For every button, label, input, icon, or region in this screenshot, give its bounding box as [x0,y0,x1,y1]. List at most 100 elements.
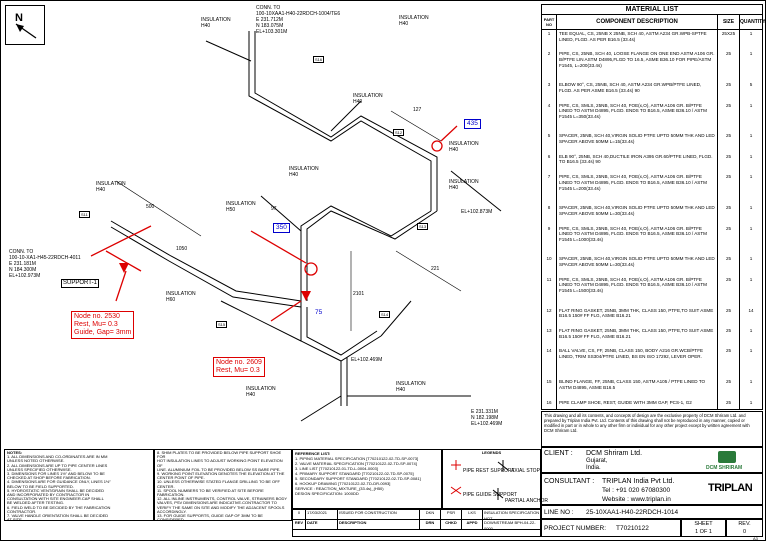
material-no: 16 [542,398,557,409]
notes-block-2: 8. SHIM PLATES TO BE PROVIDED BELOW PIPE… [154,449,292,521]
material-no: 13 [542,326,557,348]
material-no: 9 [542,224,557,256]
reference-line: 6. HOOKUP DRAWING [T70210122-02-TD-DR-00… [295,481,391,486]
material-qty: 1 [749,133,753,139]
paper-size: A3 [753,536,758,541]
project-value: T70210122 [616,525,649,532]
material-description: PIPE, CS, SMLS, 25NB, SCH 40, FOE(x,O), … [557,275,718,307]
material-size: 25 [718,255,740,276]
note-line: VALVES, PSV DIMENSIONS ARE INDICATIVE.CO… [157,500,277,506]
consultant-name: TRIPLAN India Pvt Ltd. [602,478,675,485]
node-435-label: 435 [464,119,481,129]
legend-rest: PIPE REST SUPPORT [463,468,515,474]
material-size: 25 [718,326,740,348]
consultant-label: CONSULTANT : [544,478,595,485]
note-line: 7. VALVE HANDLE ORIENTATION SHALL BE DEC… [7,513,109,519]
material-no: 8 [542,204,557,225]
material-qty: 1 [749,51,753,57]
note-line: 5. HYDROSTATIC VENT/DRAIN SHALL BE DECID… [7,487,105,493]
note-line: UNLESS NOTED OTHERWISE. [7,458,65,464]
material-description: PIPE, CS, 25NB, SCH 40, LOOSE FLANGE ON … [557,50,718,82]
client-block: CLIENT : DCM Shriram Ltd. Gujarat, India… [541,447,763,473]
material-qty: 1 [749,174,753,180]
material-qty: 1 [749,205,753,211]
material-qty: 1 [749,153,753,159]
note-line: 11. SPOOL NUMBERS TO BE VERIFIED AT SITE… [157,487,264,498]
note-line: 12. ALL INLINE INSTRUMENTS, CONTROL VALV… [157,496,288,502]
note-line: LINE. ALUMINIUM FOIL TO BE PROVIDED BELO… [157,466,281,472]
material-no: 15 [542,378,557,399]
dimension: 500 [146,204,155,210]
project-block: PROJECT NUMBER: T70210122 [541,519,681,537]
note-line: ACCORDINGLY. [157,508,187,514]
note-line: CONSULTATION WITH SITE ENGINEER.CAP SHAL… [7,496,104,502]
dimension: 1050 [176,246,188,252]
elevation-bottom: EL+102.469M [351,357,383,363]
dcm-logo-icon [718,451,736,463]
reference-line: 1. PIPING MATERIAL SPECIFICATION [T70210… [295,456,419,461]
legend-anchor: PARTIAL ANCHOR [505,498,548,504]
dimension: 97 [271,206,277,212]
material-size: 25 [718,398,740,409]
line-no-value: 25-10XAA1-H40-22RDCH-1014 [586,509,679,516]
note-line: CONTRACTOR. [7,508,37,514]
material-qty: 1 [749,348,753,354]
material-description: FLAT RING GASKET, 25NB, 3MM THK, CLASS 1… [557,326,718,348]
node-350-label: 350 [273,223,290,233]
material-size: 25X25 [718,30,740,51]
note-line: 6. FIELD WELD TO BE DECIDED BY THE FABRI… [7,504,111,510]
material-qty: 1 [749,225,753,231]
consultant-tel: Tel : +91 020 67080300 [602,487,671,494]
support-tag: SUPPORT-1 [61,279,99,288]
note-line: VERIFY THE SAME ON SITE AND MODIFY THE A… [157,504,285,510]
material-no: 4 [542,101,557,133]
material-size: 25 [718,173,740,205]
client-name: DCM Shriram Ltd. [586,450,643,457]
material-size: 25 [718,50,740,82]
disclaimer: This drawing and all its contents, and c… [541,411,763,447]
material-list: MATERIAL LIST PART NO COMPONENT DESCRIPT… [541,4,766,410]
material-qty: 1 [749,327,753,333]
material-description: TEE EQUAL, CS, 25NB X 25NB, SCH 40, ASTM… [557,30,718,51]
material-no: 7 [542,173,557,205]
note-line: 1. ALL DIMENSIONS AND CO-ORDINATES ARE I… [7,454,108,460]
client-label: CLIENT : [544,450,573,457]
rev-block: REV. 0 [726,519,763,537]
material-no: 12 [542,306,557,327]
notes-block: NOTES: 1. ALL DIMENSIONS AND CO-ORDINATE… [4,449,154,521]
material-size: 25 [718,378,740,399]
material-size: 25 [718,347,740,379]
north-label: N [15,12,23,24]
reference-line: 4. PRIMARY SUPPORT STANDARD [T70210122-0… [295,471,414,476]
dimension: 2101 [353,291,365,297]
material-no: 5 [542,132,557,153]
elevation-right: EL+102.873M [461,209,493,215]
note-line: AND INCORPORATED BY CONTRACTOR IN [7,492,90,498]
material-size: 25 [718,152,740,174]
material-qty: 1 [749,31,753,36]
material-description: PIPE CLAMP SHOE, REST, GUIDE WITH 3MM GA… [557,398,718,409]
reference-line: 3. LINE LIST [T70210122-01-TD-L-0004-000… [295,466,378,471]
spool-tag: S12 [393,129,405,136]
material-qty: 1 [749,102,753,108]
legends: LEGENDS PIPE REST SUPPORT AXIAL STOP PIP… [442,449,548,509]
material-row: 1 TEE EQUAL, CS, 25NB X 25NB, SCH 40, AST… [542,30,762,51]
material-list-title: MATERIAL LIST [542,5,762,15]
note-line: 4. DIMENSIONS ARE FOR GUIDANCE ONLY, LIN… [7,479,111,485]
